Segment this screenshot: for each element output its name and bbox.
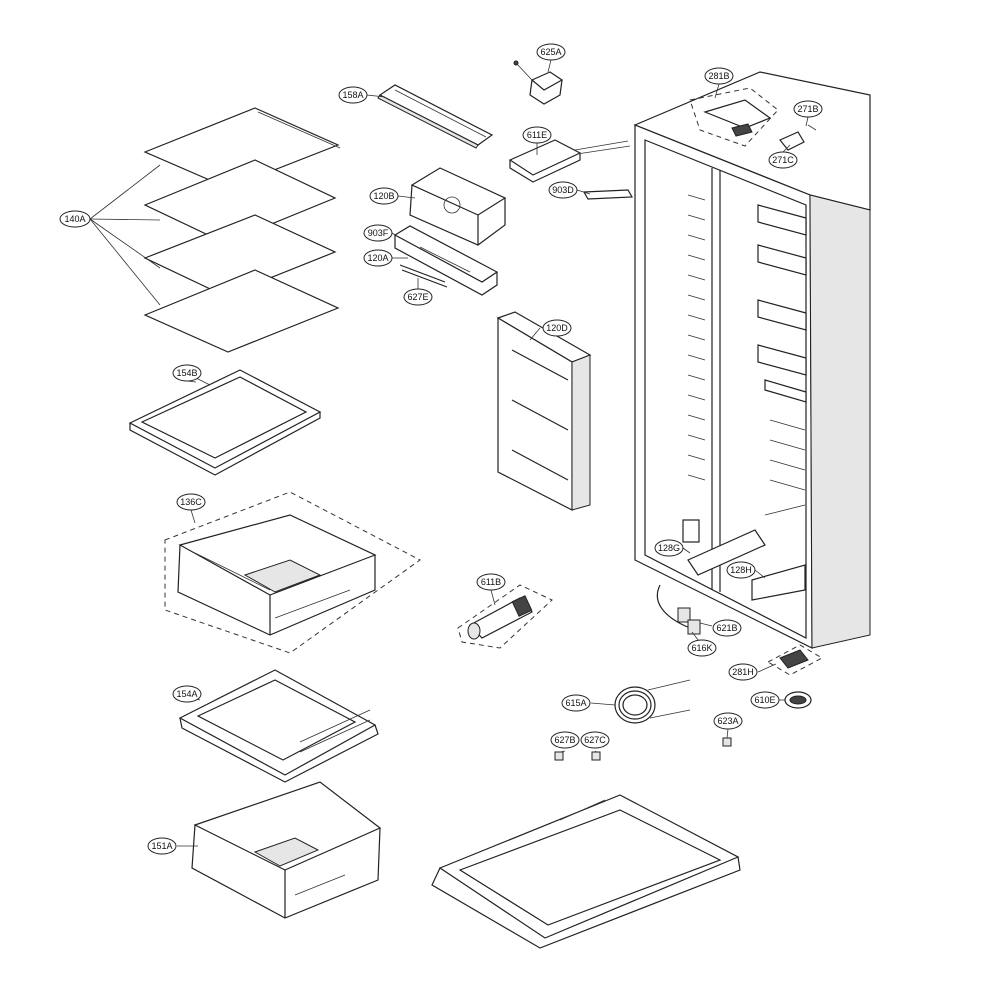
filter-611b xyxy=(457,584,553,649)
callout-903f: 903F xyxy=(363,224,393,242)
svg-text:151A: 151A xyxy=(151,841,172,851)
svg-text:611B: 611B xyxy=(481,577,501,587)
clip-623a xyxy=(722,737,732,747)
svg-text:120B: 120B xyxy=(373,191,394,201)
callout-627b: 627B xyxy=(550,731,580,749)
dashed-group-281b xyxy=(689,87,779,147)
callout-271c: 271C xyxy=(768,151,798,169)
svg-text:611E: 611E xyxy=(527,130,547,140)
leader-lines-140a xyxy=(89,164,161,306)
duct-158a xyxy=(377,84,494,149)
callout-627e: 627E xyxy=(403,288,433,306)
callout-158a: 158A xyxy=(338,86,368,104)
callout-627c: 627C xyxy=(580,731,610,749)
callout-615a: 615A xyxy=(561,694,591,712)
seal-627e xyxy=(399,264,448,288)
callout-621b: 621B xyxy=(712,619,742,637)
bottom-tray xyxy=(431,794,741,949)
lamp-625a xyxy=(513,60,564,105)
svg-text:903F: 903F xyxy=(368,228,389,238)
callout-610e: 610E xyxy=(750,691,780,709)
svg-text:903D: 903D xyxy=(552,185,574,195)
svg-text:154A: 154A xyxy=(176,689,197,699)
callout-903d: 903D xyxy=(548,181,578,199)
svg-text:154B: 154B xyxy=(176,368,197,378)
callout-281h: 281H xyxy=(728,663,758,681)
svg-text:281H: 281H xyxy=(732,667,754,677)
svg-text:128G: 128G xyxy=(658,543,680,553)
callout-140a: 140A xyxy=(59,210,91,228)
callout-151a: 151A xyxy=(147,837,177,855)
svg-text:140A: 140A xyxy=(64,214,85,224)
drawer-cover-154a xyxy=(178,669,379,783)
svg-text:128H: 128H xyxy=(730,565,752,575)
svg-text:623A: 623A xyxy=(717,716,738,726)
svg-text:621B: 621B xyxy=(716,623,737,633)
svg-text:625A: 625A xyxy=(540,47,561,57)
drawer-151a xyxy=(191,781,382,919)
shelf-frame-154b xyxy=(128,369,322,476)
clip-627c xyxy=(591,751,601,761)
tubing-615a xyxy=(614,679,691,724)
svg-text:615A: 615A xyxy=(565,698,586,708)
callout-271b: 271B xyxy=(793,100,823,118)
bracket-271b-271c xyxy=(779,124,817,151)
glass-shelves-140a xyxy=(143,107,341,353)
callout-120a: 120A xyxy=(363,249,393,267)
callout-120d: 120D xyxy=(542,319,572,337)
svg-text:616K: 616K xyxy=(691,643,712,653)
callout-120b: 120B xyxy=(369,187,399,205)
hinge-281h xyxy=(766,644,824,676)
svg-text:627C: 627C xyxy=(584,735,606,745)
callout-623a: 623A xyxy=(713,712,743,730)
panel-120d xyxy=(496,311,592,511)
svg-text:271B: 271B xyxy=(797,104,818,114)
cap-610e xyxy=(784,691,812,709)
callout-611b: 611B xyxy=(476,573,506,591)
callout-154a: 154A xyxy=(172,685,202,703)
cover-611e xyxy=(508,139,631,183)
fan-housing-120b xyxy=(409,167,507,246)
grille-120a xyxy=(393,225,499,296)
callout-154b: 154B xyxy=(172,364,202,382)
svg-text:271C: 271C xyxy=(772,155,794,165)
callout-625a: 625A xyxy=(536,43,566,61)
valve-621b-616k xyxy=(656,584,701,635)
cabinet xyxy=(633,71,871,649)
svg-text:136C: 136C xyxy=(180,497,202,507)
crisper-drawer-136c xyxy=(164,491,421,654)
svg-text:627E: 627E xyxy=(407,292,428,302)
svg-text:627B: 627B xyxy=(554,735,575,745)
clip-627b xyxy=(554,751,564,761)
svg-text:158A: 158A xyxy=(342,90,363,100)
svg-text:610E: 610E xyxy=(754,695,775,705)
svg-text:120A: 120A xyxy=(367,253,388,263)
callout-281b: 281B xyxy=(704,67,734,85)
callout-128h: 128H xyxy=(726,561,756,579)
callout-611e: 611E xyxy=(522,126,552,144)
svg-text:281B: 281B xyxy=(708,71,729,81)
label-903d xyxy=(582,189,634,200)
callout-136c: 136C xyxy=(176,493,206,511)
callout-128g: 128G xyxy=(654,539,684,557)
callout-616k: 616K xyxy=(687,639,717,657)
svg-text:120D: 120D xyxy=(546,323,568,333)
